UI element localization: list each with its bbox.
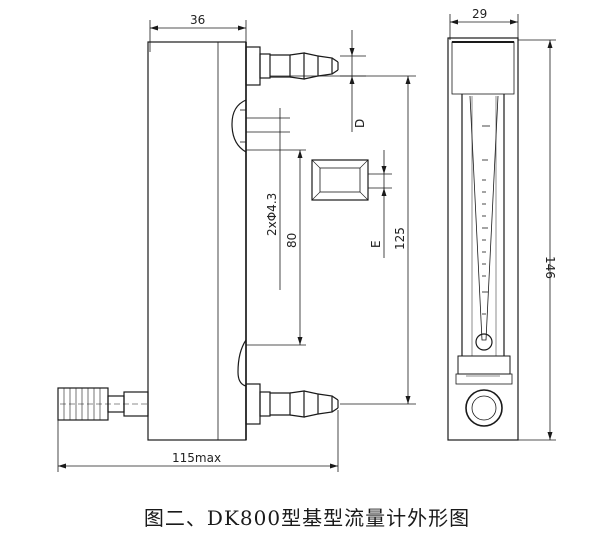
dim-width-front: 29 (472, 7, 487, 21)
valve-knob (57, 387, 149, 421)
figure-caption: 图二、DK800型基型流量计外形图 (143, 506, 471, 530)
scale-ticks (482, 125, 490, 315)
flowmeter-body (147, 41, 247, 441)
dim-width-side: 36 (190, 13, 205, 27)
side-view (57, 20, 416, 472)
glass-tube (461, 94, 505, 356)
dim-height-front: 146 (543, 256, 557, 279)
dim-scale-length: 80 (285, 233, 299, 248)
dim-hole-spacing: 125 (393, 227, 407, 250)
detail-e (311, 150, 392, 258)
float-ball (475, 333, 493, 351)
outlet-hose-barb (245, 383, 339, 425)
inlet-hose-barb (245, 46, 339, 86)
front-knob (465, 389, 503, 427)
dim-holes: 2xΦ4.3 (265, 193, 279, 236)
dim-overall-max: 115max (172, 451, 221, 465)
front-frame (447, 37, 519, 441)
front-view (447, 14, 556, 441)
label-d: D (353, 119, 367, 128)
label-e: E (369, 240, 383, 248)
